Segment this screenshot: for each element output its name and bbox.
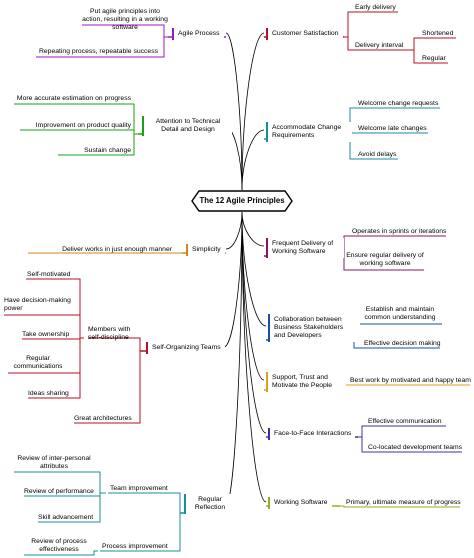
branch-team-trunk xyxy=(14,471,106,494)
branch-reflection-process xyxy=(100,513,181,552)
branch-frequent-2 xyxy=(343,256,424,271)
branch-customer-early xyxy=(344,11,398,38)
branch-collab-1 xyxy=(352,323,442,341)
branch-accommodate-3 xyxy=(349,139,398,160)
branch-agile-1 xyxy=(82,24,168,38)
leaf-review-process-effectiveness: Review of process effectiveness xyxy=(31,538,87,553)
root-label: The 12 Agile Principles xyxy=(199,196,285,205)
branch-working-1 xyxy=(340,505,460,508)
branch-delivery-short xyxy=(410,37,456,51)
leaf-sustain-change: Sustain change xyxy=(84,147,131,154)
leaf-operates-in-sprints: Operates in sprints or iterations xyxy=(352,228,447,235)
node-customer-satisfaction[interactable]: Customer Satisfaction xyxy=(266,28,343,40)
node-members-self-discipline[interactable]: Members with self-discipline xyxy=(88,326,131,341)
leaf-self-motivated: Self-motivated xyxy=(27,271,71,278)
leaf-agile-principles-into-action: Put agile principles into action, result… xyxy=(82,8,168,31)
leaf-regular-communications: Regular communications xyxy=(13,355,63,370)
branch-support-1 xyxy=(340,384,470,391)
leaf-review-interpersonal: Review of inter-personal attributes xyxy=(17,455,91,470)
spoke-accommodate xyxy=(241,129,265,191)
node-customer-label: Customer Satisfaction xyxy=(272,30,339,37)
leaf-best-work-motivated-team: Best work by motivated and happy team xyxy=(350,377,471,384)
spoke-frequent xyxy=(241,211,265,247)
branch-customer-delivery xyxy=(347,37,410,51)
leaf-common-understanding: Establish and maintain common understand… xyxy=(364,306,436,321)
leaf-early-delivery: Early delivery xyxy=(355,4,396,11)
leaf-effective-communication: Effective communication xyxy=(368,418,442,425)
leaf-accurate-estimation: More accurate estimation on progress xyxy=(16,95,131,102)
leaf-regular: Regular xyxy=(422,55,446,62)
leaf-deliver-just-enough: Deliver works in just enough manner xyxy=(62,246,172,253)
leaf-skill-advancement: Skill advancement xyxy=(38,514,94,521)
node-attention-label: Attention to Technical Detail and Design xyxy=(155,118,221,133)
branch-collab-2 xyxy=(353,340,440,349)
node-accommodate-change[interactable]: Accommodate Change Requirements xyxy=(266,122,352,142)
branch-face-1 xyxy=(358,425,446,438)
spoke-simplicity xyxy=(225,211,243,250)
node-face-label: Face-to-Face Interactions xyxy=(274,430,352,437)
node-frequent-label: Frequent Delivery of Working Software xyxy=(272,240,334,255)
leaf-effective-decision-making: Effective decision making xyxy=(364,340,441,347)
leaf-review-performance: Review of performance xyxy=(24,488,94,495)
leaf-decision-making-power: Have decision-making power xyxy=(4,297,71,312)
leaf-avoid-delays: Avoid delays xyxy=(358,151,397,158)
spoke-customer xyxy=(241,32,265,191)
leaf-primary-measure-progress: Primary, ultimate measure of progress xyxy=(346,499,461,506)
node-delivery-interval[interactable]: Delivery interval xyxy=(355,42,404,49)
branch-agile-2 xyxy=(36,37,165,58)
leaf-shortened: Shortened xyxy=(422,30,454,37)
leaf-ideas-sharing: Ideas sharing xyxy=(28,390,69,397)
leaf-product-quality: Improvement on product quality xyxy=(35,122,131,129)
leaf-co-located-teams: Co-located development teams xyxy=(368,444,463,451)
root-hexagon xyxy=(191,190,293,212)
node-support-trust-motivate[interactable]: Support, Trust and Motivate the People xyxy=(266,372,346,392)
branch-team-3 xyxy=(38,493,101,523)
spoke-agile-process xyxy=(225,32,243,191)
branch-face-2 xyxy=(361,437,462,453)
node-regular-reflection-label: Regular Reflection xyxy=(194,496,226,511)
branch-process-1 xyxy=(24,550,98,556)
node-collaboration-label: Collaboration between Business Stakehold… xyxy=(274,316,344,339)
node-accommodate-label: Accommodate Change Requirements xyxy=(272,124,342,139)
node-agile-process-label: Agile Process xyxy=(178,30,220,37)
leaf-great-architectures: Great architectures xyxy=(74,415,132,422)
node-process-improvement[interactable]: Process improvement xyxy=(102,543,168,550)
spoke-regular-reflection xyxy=(225,211,243,506)
leaf-welcome-late-changes: Welcome late changes xyxy=(358,125,427,132)
branch-self-members xyxy=(88,337,141,351)
node-attention-technical-detail[interactable]: Attention to Technical Detail and Design xyxy=(142,116,232,136)
node-working-label: Working Software xyxy=(274,499,328,506)
leaf-ensure-regular-delivery: Ensure regular delivery of working softw… xyxy=(346,252,424,267)
root-node[interactable]: The 12 Agile Principles xyxy=(191,190,293,212)
node-frequent-delivery[interactable]: Frequent Delivery of Working Software xyxy=(266,238,344,258)
branch-accommodate-1 xyxy=(346,107,440,140)
spoke-working xyxy=(241,211,267,503)
node-collaboration[interactable]: Collaboration between Business Stakehold… xyxy=(268,314,360,342)
branch-members-5 xyxy=(28,373,81,399)
leaf-take-ownership: Take ownership xyxy=(22,331,70,338)
node-team-improvement[interactable]: Team improvement xyxy=(110,485,168,492)
branch-attention-3 xyxy=(58,134,135,156)
branch-delivery-regular xyxy=(413,50,448,64)
branch-reflection-team xyxy=(108,492,181,513)
node-working-software[interactable]: Working Software xyxy=(268,497,332,509)
node-agile-process[interactable]: Agile Process xyxy=(172,28,224,40)
node-support-label: Support, Trust and Motivate the People xyxy=(272,374,333,389)
branch-members-trunk xyxy=(26,278,84,339)
spoke-attention xyxy=(225,126,243,191)
node-simplicity-label: Simplicity xyxy=(192,246,221,253)
spoke-face xyxy=(241,211,267,434)
node-simplicity[interactable]: Simplicity xyxy=(186,244,225,256)
leaf-welcome-change-requests: Welcome change requests xyxy=(358,100,439,107)
node-face-to-face[interactable]: Face-to-Face Interactions xyxy=(268,428,356,440)
node-regular-reflection[interactable]: Regular Reflection xyxy=(184,494,234,514)
node-self-organizing-teams[interactable]: Self-Organizing Teams xyxy=(146,342,225,354)
leaf-repeating-process: Repeating process, repeatable success xyxy=(38,48,158,55)
branch-self-great xyxy=(74,351,141,424)
node-self-org-label: Self-Organizing Teams xyxy=(152,344,221,351)
branch-attention-1 xyxy=(14,103,138,135)
